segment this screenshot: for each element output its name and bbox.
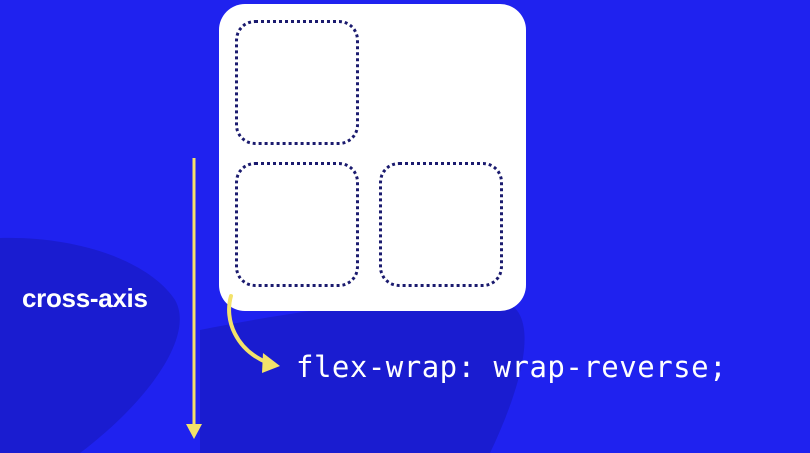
flex-item-top-row (235, 20, 359, 145)
flex-item-bottom-left (235, 162, 359, 287)
curved-pointer-arrow (227, 294, 280, 373)
cross-axis-arrow (186, 158, 202, 439)
flex-item-bottom-right (379, 162, 503, 287)
flex-wrap-code: flex-wrap: wrap-reverse; (296, 350, 728, 384)
cross-axis-label: cross-axis (22, 283, 148, 313)
flex-container (219, 4, 526, 311)
